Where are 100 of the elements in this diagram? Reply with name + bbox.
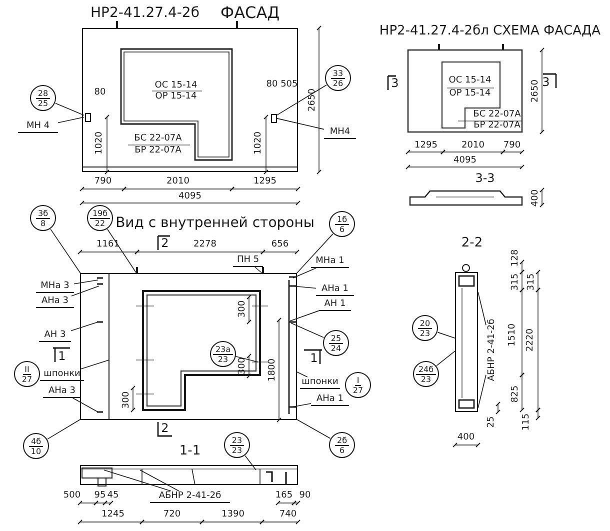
drawing-label: 3-3 <box>475 172 495 184</box>
dimension-text: 1020 <box>254 132 264 154</box>
callout-number: 10 <box>30 446 42 456</box>
leader-text: АНа 1 <box>311 394 349 406</box>
leader-line <box>244 455 256 470</box>
leader-line <box>436 350 456 366</box>
callout-number: 22 <box>94 218 106 228</box>
leader-line <box>478 292 486 326</box>
callout-number: 23 <box>230 446 244 454</box>
drawing-label: ОР 15-14 <box>155 92 197 102</box>
drawing-label: БР 22-07А <box>134 146 182 156</box>
callout-number: 27 <box>20 374 34 384</box>
callout-number: 26 <box>332 78 344 88</box>
leader-line <box>50 228 82 274</box>
drawing-label: БР 22-07А <box>474 122 520 130</box>
leader-line <box>296 234 334 274</box>
dimension-text: 400 <box>532 189 540 207</box>
leader-text: АНа 3 <box>43 386 81 398</box>
leader-text: МНа 1 <box>311 256 349 268</box>
insert-part <box>271 114 277 123</box>
callout-number: 1б <box>334 214 350 224</box>
drawing-label: БС 22-07А <box>134 134 182 144</box>
leader-text: АНа 1 <box>316 284 354 296</box>
drawing-label: БС 22-07А <box>473 110 521 120</box>
callout-number: I <box>354 376 362 386</box>
drawing-label: 790 <box>94 178 112 186</box>
callout-number: 33 <box>330 68 346 78</box>
dimension-text: 1510 <box>508 324 518 346</box>
leader-line <box>254 266 264 274</box>
callout-number: 24б <box>416 364 436 374</box>
drawing-label: 1161 <box>96 240 120 250</box>
drawing-label: ОР 15-14 <box>449 90 491 98</box>
dimension-text: 1020 <box>96 132 104 154</box>
callout-number: 3б <box>36 208 50 218</box>
callout-number: 6 <box>338 446 346 454</box>
drawing-label: 80 505 <box>266 80 298 90</box>
drawing-label: 790 <box>503 142 521 150</box>
callout-number: 23 <box>216 354 230 364</box>
leader-line <box>437 332 456 339</box>
callout-number: II <box>22 364 32 374</box>
drawing-label: НР2-41.27.4-2бл СХЕМА ФАСАДА <box>379 24 601 38</box>
callout-number: 2б <box>334 436 350 446</box>
leader-line <box>74 280 98 284</box>
drawing-label: 80 <box>94 88 106 98</box>
leader-line <box>72 398 98 412</box>
drawing-label: ОС 15-14 <box>448 76 492 86</box>
drawing-label: 656 <box>271 240 289 250</box>
leader-line <box>296 418 331 439</box>
leader-text: АН 1 <box>319 299 351 311</box>
leader-line <box>234 356 258 362</box>
leader-line <box>104 470 172 492</box>
dimension-text: 115 <box>522 413 532 431</box>
panel-outline <box>455 272 478 412</box>
callout-number: 8 <box>39 218 47 228</box>
callout-number: 23 <box>230 436 244 446</box>
callout-number: 28 <box>36 88 50 98</box>
panel-outline <box>82 28 298 172</box>
callout-number: 20 <box>418 318 432 328</box>
leader-line <box>47 418 82 440</box>
callout-number: 23 <box>418 328 432 338</box>
dimension-text: 300 <box>122 391 132 409</box>
dimension-text: 2650 <box>308 88 318 112</box>
leader-line <box>71 286 100 296</box>
drawing-label: 90 <box>299 492 311 500</box>
leader-text: шпонки <box>40 369 84 381</box>
callout-number: 24 <box>330 344 342 352</box>
drawing-label: НР2-41.27.4-2б <box>90 6 200 20</box>
dimension-text: 825 <box>512 385 520 403</box>
drawing-label: 2278 <box>194 240 216 250</box>
callout-number: 4б <box>28 436 44 446</box>
leader-line <box>478 374 486 408</box>
dimension-text: 128 <box>512 249 520 267</box>
drawing-label: ФАСАД <box>220 5 280 21</box>
dimension-text: 300 <box>238 300 248 318</box>
leader-line <box>140 470 180 492</box>
callout-number: 19б <box>90 208 110 218</box>
dimension-text: 315 <box>528 273 536 291</box>
callout-number: 6 <box>338 224 346 234</box>
dimension-text: 1800 <box>268 358 278 382</box>
callout-number: 23 <box>420 374 432 384</box>
leader-text: МН4 <box>324 127 356 139</box>
drawing-label: 4095 <box>178 192 202 202</box>
drawing-label: 400 <box>457 434 475 442</box>
drawing-label: 720 <box>163 510 181 520</box>
drawing-label: 3 <box>542 76 550 88</box>
insert-part <box>85 113 91 122</box>
leader-text: АНа 3 <box>36 296 74 308</box>
dimension-text: 2220 <box>526 328 536 352</box>
leader-line <box>107 228 138 274</box>
leader-line <box>70 322 98 332</box>
drawing-label: 1390 <box>222 510 244 520</box>
drawing-label: 1 <box>58 350 66 362</box>
leader-text: ПН 5 <box>233 255 263 267</box>
leader-text: АБНР 2-41-2б <box>150 491 230 503</box>
leader-text: АН 3 <box>39 330 71 342</box>
callout-number: 23а <box>213 344 233 354</box>
drawing-label: 740 <box>279 510 297 520</box>
leader-line <box>296 372 308 378</box>
leader-line <box>80 360 110 370</box>
leader-text: МН 4 <box>18 121 58 133</box>
